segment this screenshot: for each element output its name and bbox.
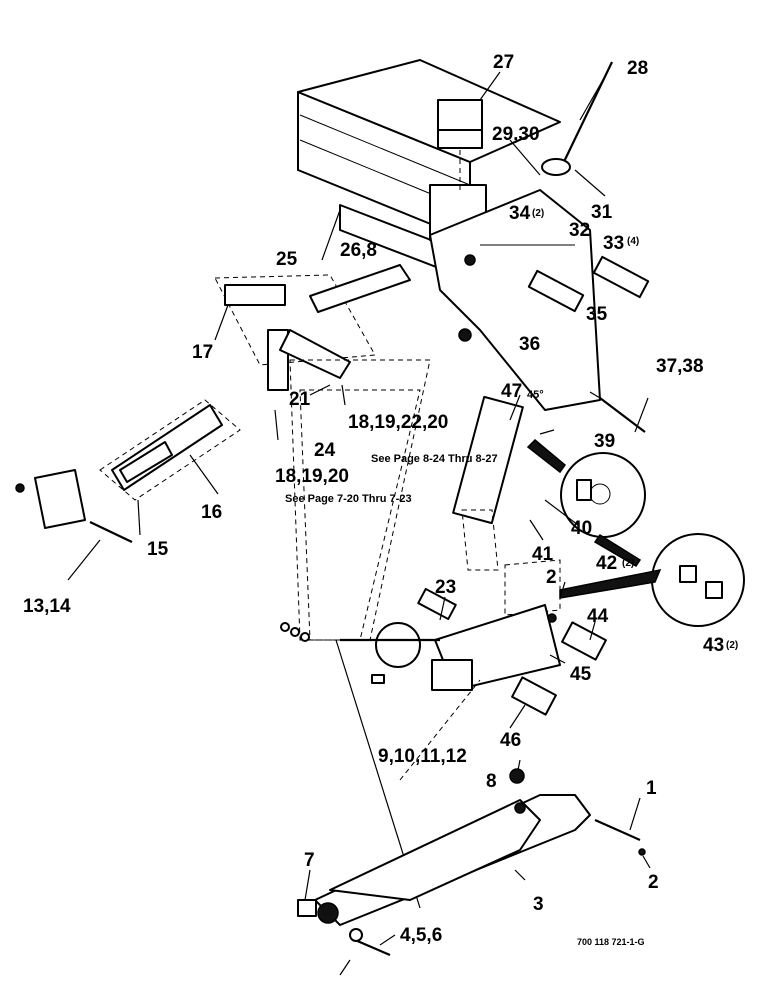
callout-labels: 27 28 29,30 31 34 (2) 32 33 (4) 26,8 25 … — [23, 52, 738, 947]
callout-18-19-22-20: 18,19,22,20 — [348, 412, 448, 433]
callout-9-10-11-12: 9,10,11,12 — [378, 746, 467, 767]
note-page-8-24: See Page 8-24 Thru 8-27 — [371, 453, 498, 465]
axle-housing-part-45 — [340, 604, 561, 691]
callout-8: 8 — [486, 771, 497, 792]
callout-2-upper: 2 — [546, 567, 557, 588]
callout-32: 32 — [569, 220, 590, 241]
callout-16: 16 — [201, 502, 222, 523]
callout-33: 33 — [603, 233, 624, 254]
callout-45: 45 — [570, 664, 592, 685]
skid-part-16 — [99, 399, 241, 501]
bolt-part-4 — [349, 928, 391, 957]
callout-47: 47 — [501, 381, 522, 402]
callout-23: 23 — [435, 577, 456, 598]
callout-42-qty: (2) — [622, 558, 634, 569]
callout-37-38: 37,38 — [656, 356, 704, 377]
flat-bar-part-25 — [309, 264, 411, 313]
callout-13-14: 13,14 — [23, 596, 71, 617]
nut-part-8 — [509, 768, 525, 784]
detail-view-bushings — [559, 533, 745, 627]
cylinder-assembly — [452, 395, 561, 616]
callout-3: 3 — [533, 894, 544, 915]
plate-part-13 — [15, 469, 133, 543]
callout-29-30: 29,30 — [492, 124, 540, 145]
drawing-number: 700 118 721-1-G — [577, 937, 645, 947]
callout-27: 27 — [493, 52, 514, 73]
lower-arm-part-3 — [314, 679, 591, 926]
callout-44: 44 — [587, 606, 609, 627]
callout-7: 7 — [304, 850, 315, 871]
callout-18-19-20: 18,19,20 — [275, 466, 349, 487]
pin-part-35 — [527, 255, 650, 313]
leader-lines — [67, 71, 651, 976]
angle-label: 45° — [527, 389, 544, 401]
callout-1: 1 — [646, 778, 657, 799]
note-page-7-20: See Page 7-20 Thru 7-23 — [285, 493, 412, 505]
frame-beam — [297, 59, 561, 281]
callout-43: 43 — [703, 635, 724, 656]
bushings-parts-44-46 — [417, 587, 607, 716]
callout-36: 36 — [519, 334, 540, 355]
callout-46: 46 — [500, 730, 521, 751]
callout-35: 35 — [586, 304, 608, 325]
callout-21: 21 — [289, 389, 311, 410]
callout-43-qty: (2) — [726, 640, 738, 651]
callout-34: 34 — [509, 203, 531, 224]
callout-25: 25 — [276, 249, 298, 270]
lift-arm-upper — [429, 189, 601, 411]
pin-part-1 — [594, 818, 646, 856]
bushing-part-7 — [297, 899, 317, 917]
callout-15: 15 — [147, 539, 169, 560]
mount-plate-part-17 — [214, 274, 376, 391]
callout-41: 41 — [532, 544, 554, 565]
callout-28: 28 — [627, 58, 648, 79]
callout-42: 42 — [596, 553, 617, 574]
callout-26-8: 26,8 — [340, 240, 377, 261]
callout-24: 24 — [314, 440, 336, 461]
callout-33-qty: (4) — [627, 236, 639, 247]
callout-39: 39 — [594, 431, 615, 452]
callout-40: 40 — [571, 518, 592, 539]
callout-2-lower: 2 — [648, 872, 659, 893]
callout-31: 31 — [591, 202, 613, 223]
callout-17: 17 — [192, 342, 213, 363]
detail-view-seal — [526, 438, 646, 568]
callout-4-5-6: 4,5,6 — [400, 925, 442, 946]
callout-34-qty: (2) — [532, 208, 544, 219]
